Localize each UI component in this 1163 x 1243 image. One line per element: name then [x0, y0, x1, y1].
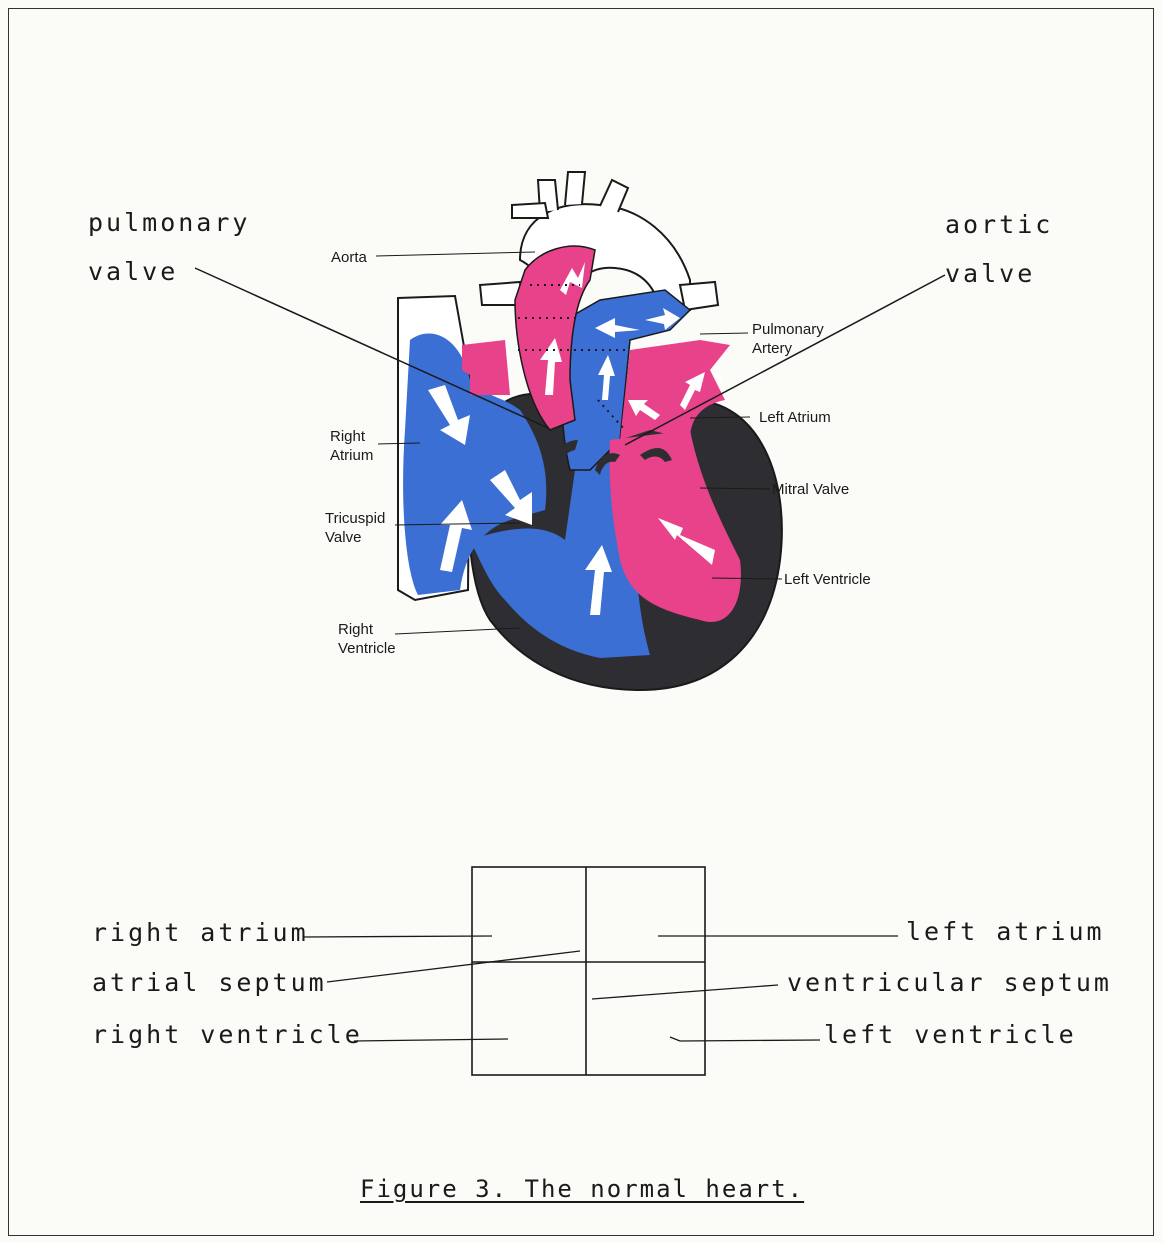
schematic-label-atrial-septum: atrial septum	[92, 968, 327, 997]
schematic-label-right-atrium: right atrium	[92, 918, 309, 947]
schematic-label-ventricular-septum: ventricular septum	[787, 968, 1112, 997]
label-pulmonary-artery-2: Artery	[752, 340, 793, 357]
schematic-outline	[472, 867, 705, 1075]
label-aorta: Aorta	[331, 249, 368, 266]
label-right-ventricle-2: Ventricle	[338, 640, 396, 657]
label-right-atrium-1: Right	[330, 428, 366, 445]
label-pulmonary-artery-1: Pulmonary	[752, 321, 824, 338]
figure-caption: Figure 3. The normal heart.	[360, 1175, 804, 1203]
schematic-label-right-ventricle: right ventricle	[92, 1020, 363, 1049]
label-right-ventricle-1: Right	[338, 621, 374, 638]
aortic-arch	[480, 172, 718, 310]
heart-schematic	[472, 867, 705, 1075]
schematic-label-left-ventricle: left ventricle	[824, 1020, 1077, 1049]
label-right-atrium-2: Atrium	[330, 447, 373, 464]
label-left-ventricle: Left Ventricle	[784, 571, 871, 588]
label-tricuspid-2: Valve	[325, 529, 361, 546]
schematic-label-left-atrium: left atrium	[906, 917, 1105, 946]
label-tricuspid-1: Tricuspid	[325, 510, 385, 527]
label-mitral-valve: Mitral Valve	[772, 481, 849, 498]
label-left-atrium: Left Atrium	[759, 409, 831, 426]
